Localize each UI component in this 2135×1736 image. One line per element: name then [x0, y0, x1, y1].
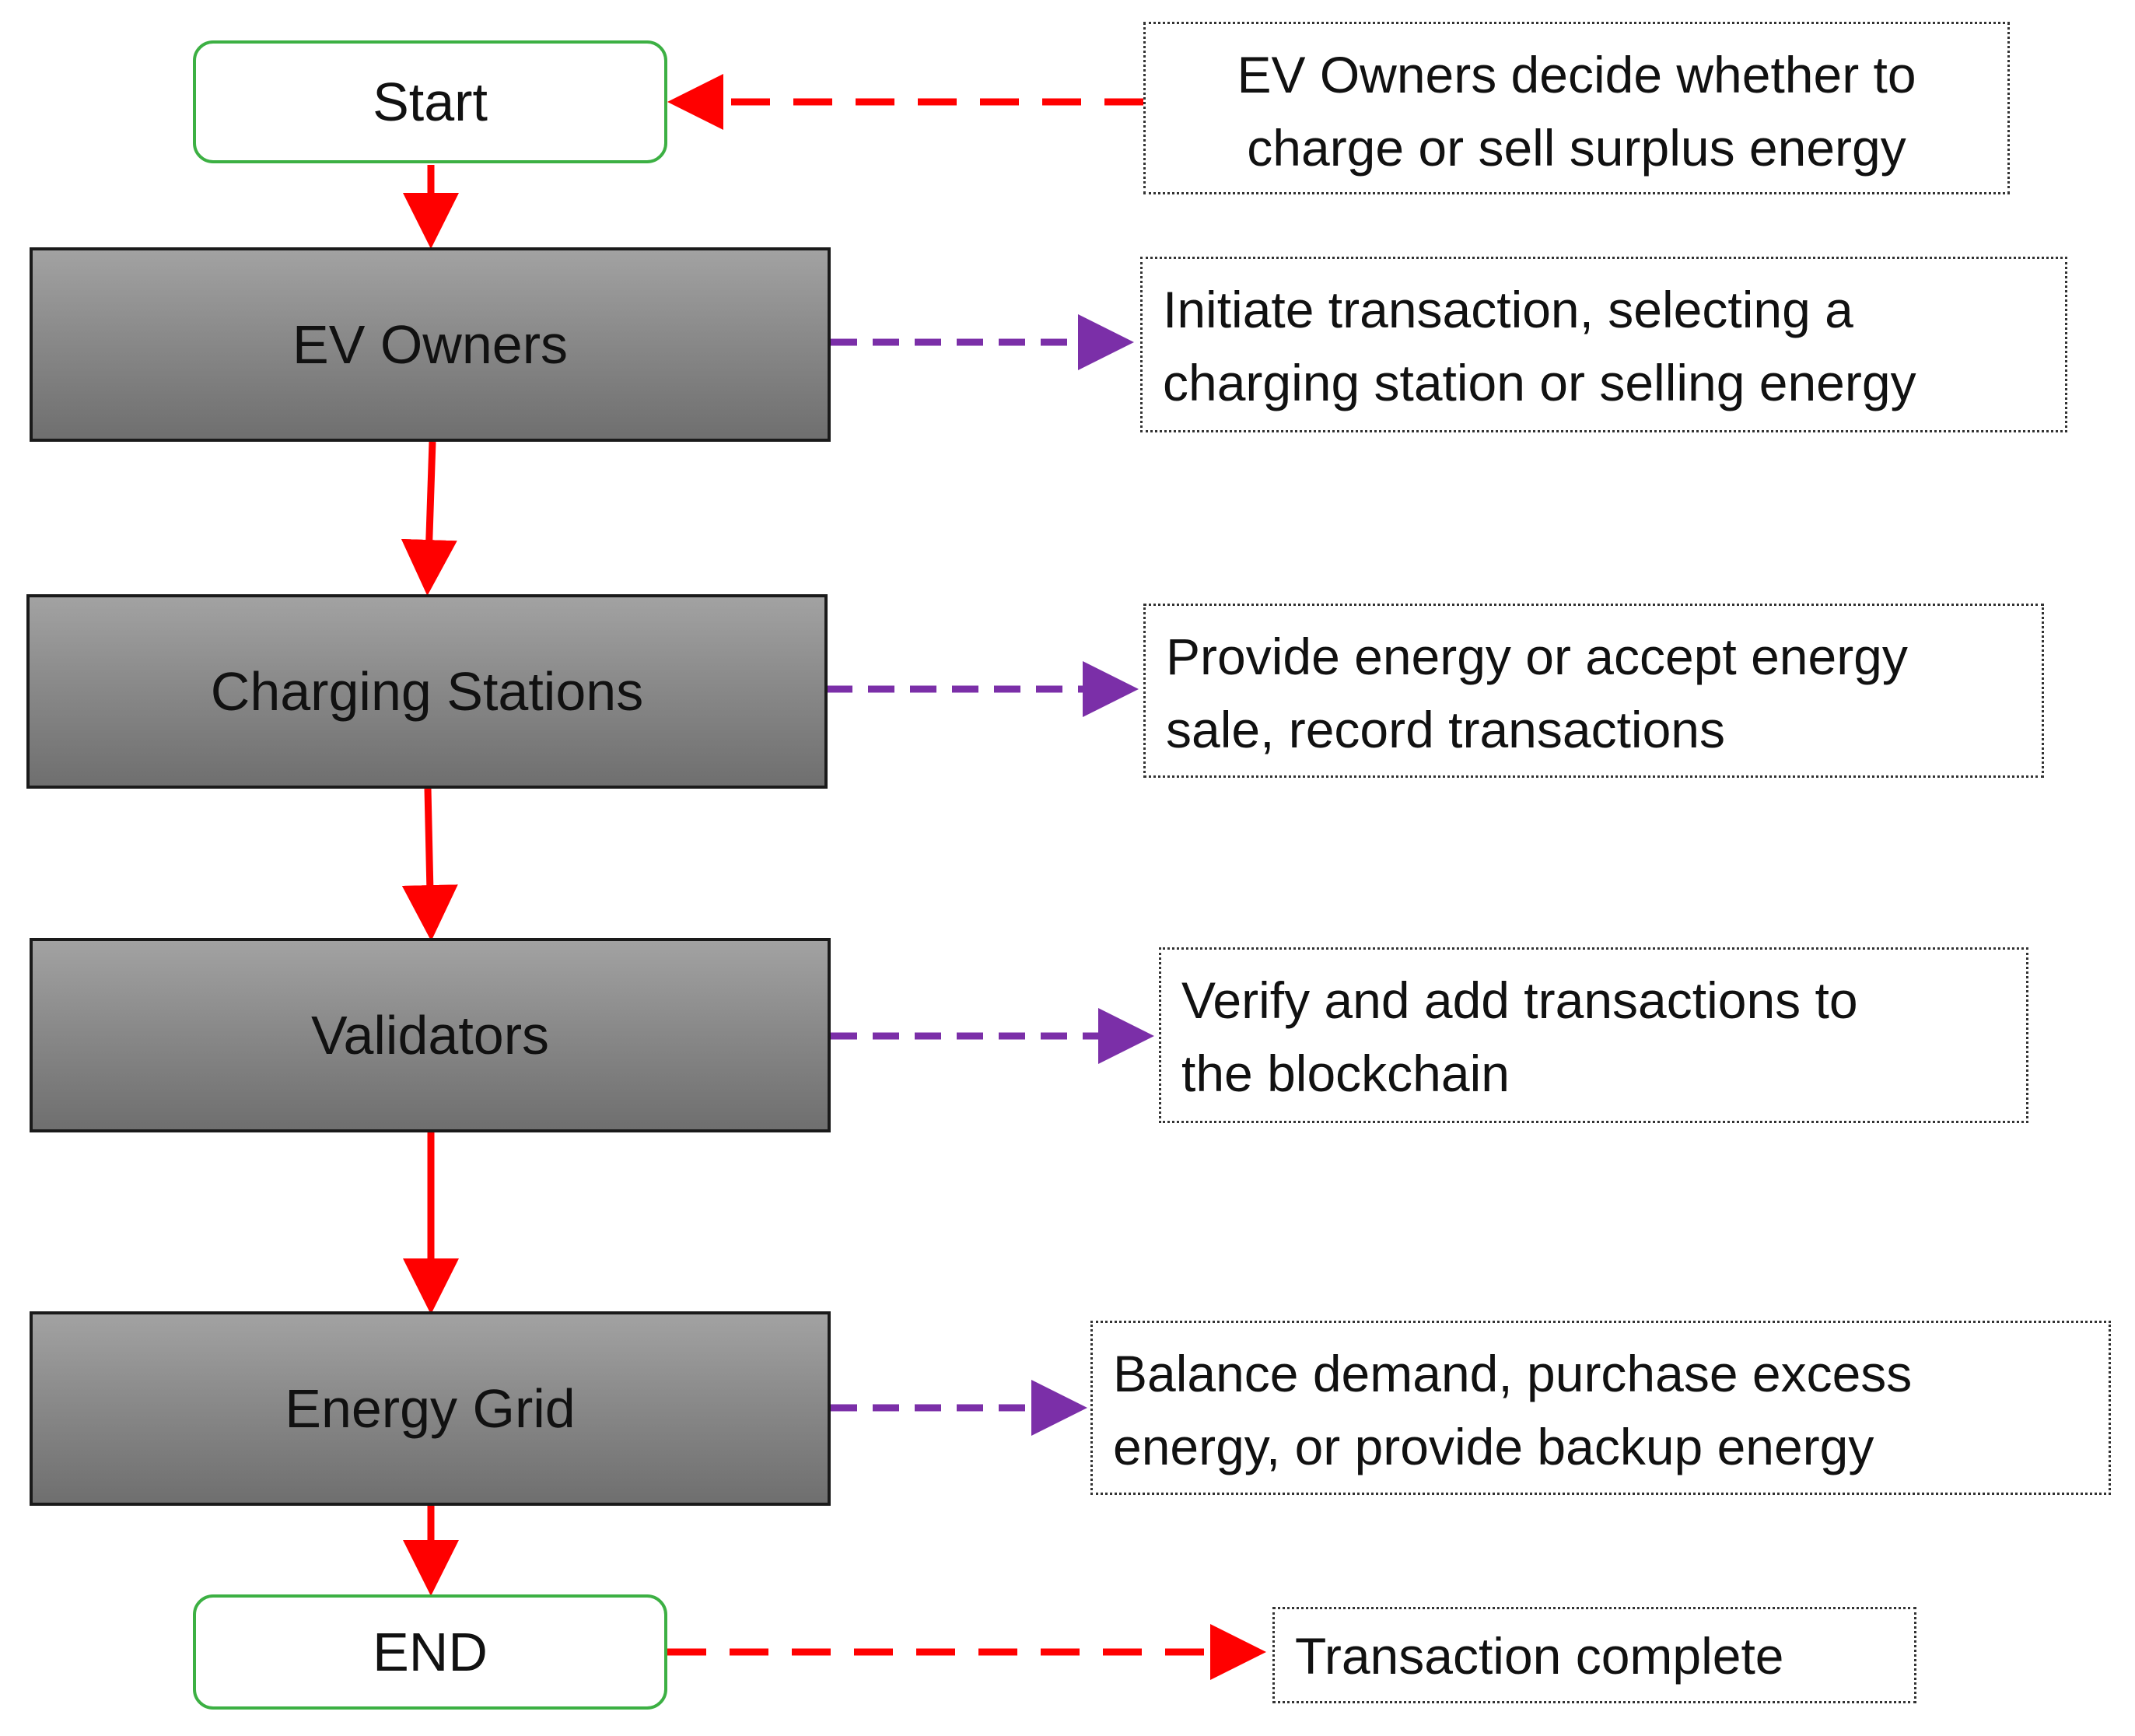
start-note: EV Owners decide whether to charge or se… — [1143, 22, 2010, 194]
end-node: END — [193, 1594, 667, 1710]
charging-stations-note: Provide energy or accept energy sale, re… — [1143, 604, 2044, 778]
ev-owners-note-line-1: Initiate transaction, selecting a — [1163, 281, 1853, 338]
flow-arrow-ev-owners-to-charging-stations — [401, 441, 457, 596]
charging-stations-note-line-2: sale, record transactions — [1166, 701, 1726, 758]
ev-owners-node: EV Owners — [30, 247, 831, 442]
validators-node: Validators — [30, 938, 831, 1132]
ev-owners-note-line-2: charging station or selling energy — [1163, 354, 1916, 411]
validators-note: Verify and add transactions to the block… — [1159, 947, 2028, 1123]
end-note: Transaction complete — [1272, 1607, 1916, 1703]
validators-note-line-1: Verify and add transactions to — [1181, 971, 1858, 1029]
energy-grid-note: Balance demand, purchase excess energy, … — [1090, 1321, 2111, 1495]
start-note-line-1: EV Owners decide whether to — [1237, 46, 1916, 103]
flow-arrow-charging-stations-to-validators — [401, 788, 458, 941]
energy-grid-node: Energy Grid — [30, 1311, 831, 1506]
charging-stations-node: Charging Stations — [26, 594, 828, 789]
start-node: Start — [193, 40, 667, 163]
validators-note-line-2: the blockchain — [1181, 1045, 1510, 1102]
energy-grid-note-line-1: Balance demand, purchase excess — [1113, 1345, 1913, 1402]
start-note-line-2: charge or sell surplus energy — [1247, 119, 1906, 177]
end-note-line-1: Transaction complete — [1295, 1627, 1784, 1685]
charging-stations-note-line-1: Provide energy or accept energy — [1166, 628, 1908, 685]
ev-owners-note: Initiate transaction, selecting a chargi… — [1140, 257, 2067, 432]
energy-grid-note-line-2: energy, or provide backup energy — [1113, 1418, 1874, 1475]
